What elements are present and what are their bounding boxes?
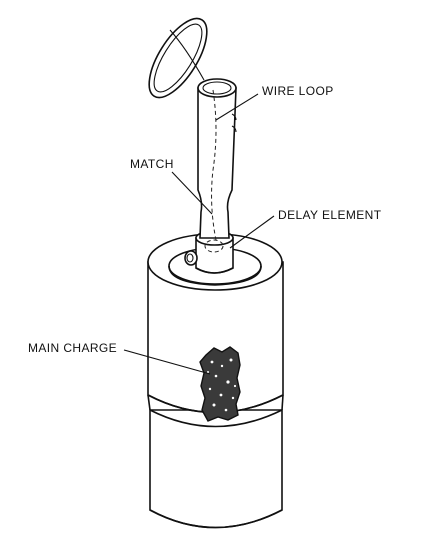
callout-leaders [123,93,275,375]
fuse-tube [197,78,237,241]
leader-wire-loop [215,93,259,121]
leader-main-charge [123,349,211,375]
label-match: MATCH [130,157,174,171]
label-main-charge: MAIN CHARGE [28,341,117,355]
delay-element-base [195,267,234,274]
body-groove-left [147,394,151,411]
main-charge-texture [207,358,237,412]
delay-element-internal [204,239,224,253]
wire-loop-lead [169,29,205,81]
leader-delay-element [229,215,275,249]
delay-element-knob-inner [186,253,194,263]
wire-loop-outer [148,17,208,99]
fuse-tube-opening-inner [202,81,232,95]
label-wire-loop: WIRE LOOP [262,84,334,98]
body-groove-right [281,394,284,411]
wire-loop-inner [153,23,203,93]
fuse-tube-outline [197,87,237,239]
body-lower-section [149,409,283,529]
wire-loop [148,17,208,99]
leader-match [171,171,213,215]
body-groove-bottom [149,409,283,428]
match-cord [211,89,217,241]
fuse-tube-band-bottom [231,125,237,133]
main-charge-cutaway [199,346,241,422]
main-charge-fill [199,346,241,422]
body-top-collar-rim [168,265,262,286]
label-delay-element: DELAY ELEMENT [278,208,382,222]
callout-labels: WIRE LOOP MATCH DELAY ELEMENT MAIN CHARG… [28,84,382,355]
body-bottom-edge [149,509,283,529]
fuse-tube-band-top [231,113,237,121]
